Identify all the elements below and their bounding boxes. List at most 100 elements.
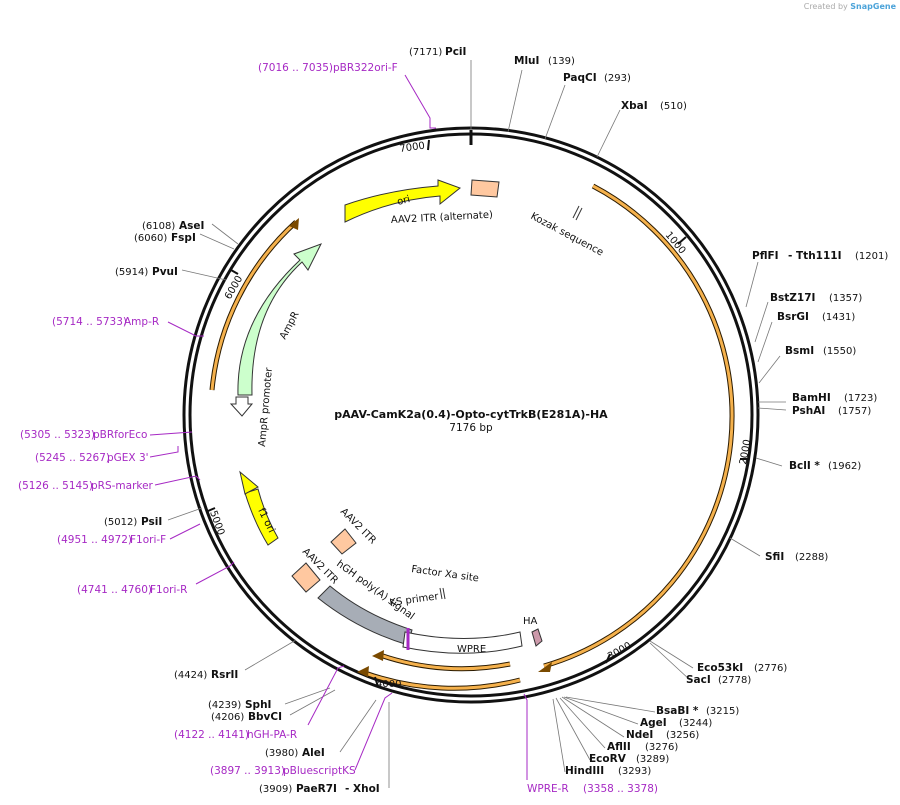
feature-wpre <box>402 631 523 654</box>
primer-f1ori-f[interactable]: F1ori-F <box>130 534 166 546</box>
enzyme-bbvci[interactable]: BbvCI <box>248 711 282 723</box>
svg-text:(2288): (2288) <box>795 552 828 563</box>
primer-pbluescriptks[interactable]: pBluescriptKS <box>283 765 356 777</box>
enzyme-sphi[interactable]: SphI <box>245 699 271 711</box>
enzyme-fspi[interactable]: FspI <box>171 232 196 244</box>
svg-text:(3358 .. 3378): (3358 .. 3378) <box>583 783 658 795</box>
orf-ampr-fill <box>210 220 298 391</box>
feature-ampr <box>237 243 323 396</box>
enzyme-ndei[interactable]: NdeI <box>626 729 653 741</box>
enzyme-mlui[interactable]: MluI <box>514 55 539 67</box>
tick-7000: 7000 <box>399 141 426 155</box>
plasmid-length: 7176 bp <box>449 422 493 434</box>
svg-text:(4122 .. 4141): (4122 .. 4141) <box>174 729 249 741</box>
enzyme-tth111i[interactable]: - Tth111I <box>788 250 842 262</box>
enzyme-bamhi[interactable]: BamHI <box>792 392 831 404</box>
svg-text:(5012): (5012) <box>104 517 137 528</box>
snapgene-logo: SnapGene <box>850 2 896 11</box>
svg-text:(3215): (3215) <box>706 706 739 717</box>
svg-text:(6060): (6060) <box>134 233 167 244</box>
primer-wpre-r[interactable]: WPRE-R <box>527 783 569 795</box>
enzyme-sfii[interactable]: SfiI <box>765 551 784 563</box>
primer-pgex3[interactable]: pGEX 3' <box>107 452 149 464</box>
svg-text:(6108): (6108) <box>142 221 175 232</box>
feature-factor-xa-mark <box>439 587 443 600</box>
orf-ampr-arrow <box>289 218 299 230</box>
enzyme-pshai[interactable]: PshAI <box>792 405 825 417</box>
enzyme-alei[interactable]: AleI <box>302 747 325 759</box>
enzyme-leaders <box>167 60 787 788</box>
enzyme-paer7i[interactable]: PaeR7I <box>296 783 337 795</box>
enzyme-hindiii[interactable]: HindIII <box>565 765 604 777</box>
enzyme-bsmi[interactable]: BsmI <box>785 345 814 357</box>
feature-ks-primer-label: KS primer <box>389 591 440 609</box>
feature-factor-xa-label: Factor Xa site <box>411 564 480 584</box>
svg-text:(3276): (3276) <box>645 742 678 753</box>
enzyme-agei[interactable]: AgeI <box>640 717 667 729</box>
svg-text:(5914): (5914) <box>115 267 148 278</box>
svg-text:(3256): (3256) <box>666 730 699 741</box>
enzyme-bcli[interactable]: BclI * <box>789 460 820 472</box>
feature-ori <box>344 179 462 223</box>
enzyme-saci[interactable]: SacI <box>686 674 711 686</box>
feature-aav2-itr-1 <box>330 528 357 555</box>
enzyme-eco53ki[interactable]: Eco53kI <box>697 662 743 674</box>
primer-f1ori-r[interactable]: F1ori-R <box>150 584 187 596</box>
feature-hgh-polya <box>317 585 413 646</box>
enzyme-asei[interactable]: AseI <box>179 220 204 232</box>
svg-text:(1431): (1431) <box>822 312 855 323</box>
svg-text:(3980): (3980) <box>265 748 298 759</box>
enzyme-paqci[interactable]: PaqCI <box>563 72 597 84</box>
svg-text:(1357): (1357) <box>829 293 862 304</box>
feature-ampr-promoter-label: AmpR promoter <box>257 366 275 447</box>
feature-aav2-itr-2 <box>291 562 321 593</box>
primer-amp-r[interactable]: Amp-R <box>124 316 159 328</box>
snapgene-credit: Created by SnapGene <box>803 2 896 11</box>
svg-text:(1723): (1723) <box>844 393 877 404</box>
enzyme-psii[interactable]: PsiI <box>141 516 162 528</box>
feature-kozak-mark <box>572 205 580 219</box>
svg-text:(1201): (1201) <box>855 251 888 262</box>
orf-cytTrkB-arrow <box>538 662 552 672</box>
svg-text:(1550): (1550) <box>823 346 856 357</box>
svg-text:(1962): (1962) <box>828 461 861 472</box>
feature-aav2-itr-alt-label: AAV2 ITR (alternate) <box>391 210 494 226</box>
feature-ampr-label: AmpR <box>278 310 302 342</box>
primer-pbrforeco[interactable]: pBRforEco <box>93 429 147 441</box>
tick-2000: 2000 <box>738 439 753 466</box>
svg-text:(2778): (2778) <box>718 675 751 686</box>
primer-leaders <box>149 74 528 780</box>
svg-text:(2776): (2776) <box>754 663 787 674</box>
svg-text:(4741 .. 4760): (4741 .. 4760) <box>77 584 152 596</box>
enzyme-ecorv[interactable]: EcoRV <box>589 753 627 765</box>
svg-text:(5126 .. 5145): (5126 .. 5145) <box>18 480 93 492</box>
svg-text:(7171): (7171) <box>409 47 442 58</box>
enzyme-bstz17i[interactable]: BstZ17I <box>770 292 815 304</box>
enzyme-aflii[interactable]: AflII <box>607 741 631 753</box>
enzyme-pflfi[interactable]: PflFI <box>752 250 779 262</box>
enzyme-rsrii[interactable]: RsrII <box>211 669 238 681</box>
svg-text:(5305 .. 5323): (5305 .. 5323) <box>20 429 95 441</box>
primer-hgh-pa-r[interactable]: hGH-PA-R <box>247 729 297 741</box>
svg-text:(3244): (3244) <box>679 718 712 729</box>
feature-f1ori <box>244 488 279 546</box>
svg-text:(3293): (3293) <box>618 766 651 777</box>
enzyme-xbai[interactable]: XbaI <box>621 100 648 112</box>
orf-cytTrkB-fill <box>543 184 734 668</box>
primer-pbr322ori-f[interactable]: pBR322ori-F <box>333 62 398 74</box>
svg-text:(3289): (3289) <box>636 754 669 765</box>
svg-text:(4951 .. 4972): (4951 .. 4972) <box>57 534 132 546</box>
tick-4000: 4000 <box>376 679 401 690</box>
enzyme-bsabi[interactable]: BsaBI * <box>656 705 699 717</box>
enzyme-pcii[interactable]: PciI <box>445 46 466 58</box>
enzyme-pvui[interactable]: PvuI <box>152 266 178 278</box>
enzyme-xhoi[interactable]: - XhoI <box>345 783 380 795</box>
svg-text:(3897 .. 3913): (3897 .. 3913) <box>210 765 285 777</box>
primer-prs-marker[interactable]: pRS-marker <box>91 480 154 492</box>
feature-wpre-label: WPRE <box>457 644 486 655</box>
svg-text:(5245 .. 5267): (5245 .. 5267) <box>35 452 110 464</box>
plasmid-name: pAAV-CamK2a(0.4)-Opto-cytTrkB(E281A)-HA <box>334 408 608 421</box>
svg-text:(5714 .. 5733): (5714 .. 5733) <box>52 316 127 328</box>
enzyme-bsrgi[interactable]: BsrGI <box>777 311 809 323</box>
